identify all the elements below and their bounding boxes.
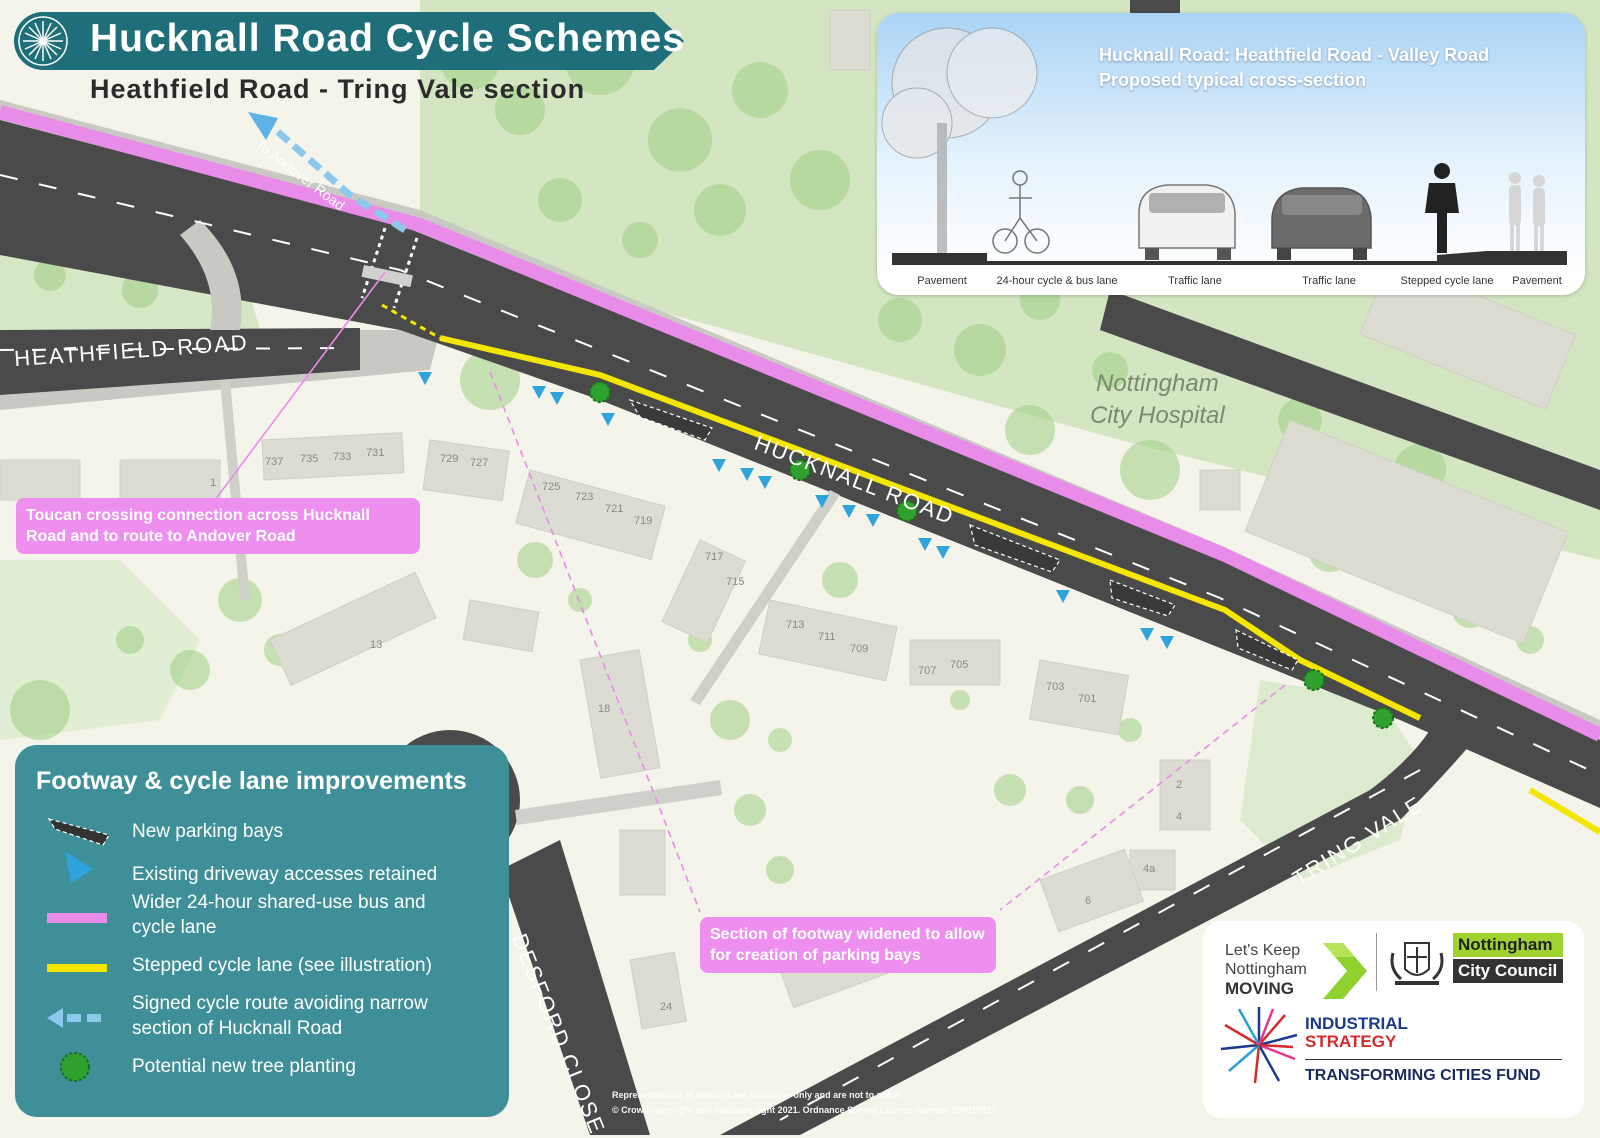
page-title: Hucknall Road Cycle Schemes	[90, 17, 685, 60]
lkn-line1: Let's Keep	[1225, 942, 1301, 959]
xsec-label-bus-lane: 24-hour cycle & bus lane	[996, 275, 1118, 287]
hospital-label-line2: City Hospital	[1090, 402, 1225, 429]
house-number: 725	[542, 481, 560, 493]
disclaimer-line2: © Crown copyright and database right 202…	[612, 1105, 999, 1115]
legend-label-signed-route: Signed cycle route avoiding narrow secti…	[132, 993, 428, 1039]
stepped-cycle-lane-yellow	[439, 335, 1422, 721]
legend-label-parking: New parking bays	[132, 821, 284, 842]
car-rear-icon	[1138, 184, 1236, 260]
house-number: 721	[605, 503, 623, 515]
legend-label-bus-lane: Wider 24-hour shared-use bus and cycle l…	[132, 892, 426, 938]
house-number: 24	[660, 1001, 672, 1013]
house-number: 727	[470, 457, 488, 469]
council-crest-icon	[1390, 942, 1444, 985]
house-number: 735	[300, 453, 318, 465]
house-number: 713	[786, 619, 804, 631]
lkn-line3: MOVING	[1225, 979, 1294, 998]
house-number: 4	[1176, 811, 1182, 823]
lkn-line2: Nottingham	[1225, 961, 1307, 978]
title-banner	[14, 12, 684, 70]
cross-section-title-line1: Hucknall Road: Heathfield Road - Valley …	[1099, 45, 1490, 65]
lets-keep-nottingham-moving-logo: Let's Keep Nottingham MOVING	[1225, 941, 1307, 998]
cross-section-panel: Hucknall Road: Heathfield Road - Valley …	[877, 13, 1585, 295]
house-number: 733	[333, 451, 351, 463]
driveway-triangles	[418, 372, 1174, 649]
page-subtitle: Heathfield Road - Tring Vale section	[90, 74, 586, 104]
nottingham-city-council-logo: Nottingham City Council	[1453, 933, 1563, 983]
xsec-label-pavement-left: Pavement	[917, 275, 967, 287]
industrial-line2: STRATEGY	[1305, 1032, 1397, 1051]
logo-divider	[1376, 933, 1377, 991]
xsec-label-stepped-cycle: Stepped cycle lane	[1400, 275, 1494, 287]
logos-panel: Let's Keep Nottingham MOVING Nottingham …	[1203, 921, 1584, 1118]
parking-bays	[628, 398, 1299, 671]
house-number: 13	[370, 639, 382, 651]
pink-line-icon	[47, 913, 107, 923]
footway-widened-callout: Section of footway widened to allow for …	[700, 917, 996, 973]
cross-section-labels: Pavement 24-hour cycle & bus lane Traffi…	[877, 275, 1585, 295]
parking-bay-icon	[47, 818, 110, 846]
blue-dashed-arrow-icon	[47, 1008, 101, 1028]
disclaimer: Representations of features are indicati…	[612, 1088, 999, 1118]
xsec-label-traffic-lane-2: Traffic lane	[1302, 275, 1356, 287]
cross-section-title: Hucknall Road: Heathfield Road - Valley …	[1099, 43, 1489, 93]
house-number: 709	[850, 643, 868, 655]
pedestrians-icon	[1509, 172, 1545, 251]
house-number: 723	[575, 491, 593, 503]
house-number: 737	[265, 456, 283, 468]
house-number: 719	[634, 515, 652, 527]
house-number: 711	[818, 631, 836, 643]
council-line2: City Council	[1453, 959, 1563, 983]
disclaimer-line1: Representations of features are indicati…	[612, 1090, 902, 1100]
xsec-label-pavement-right: Pavement	[1512, 275, 1562, 287]
blue-triangle-icon	[65, 851, 93, 883]
house-number: 1	[210, 477, 216, 489]
legend-panel: Footway & cycle lane improvements New pa…	[15, 745, 509, 1117]
green-chevron-icon	[1323, 943, 1367, 999]
bus-cycle-lane-pink	[0, 105, 1600, 742]
new-tree-dots	[589, 381, 1394, 729]
industrial-strategy-starburst-icon	[1220, 1007, 1298, 1084]
cross-section-illustration	[881, 27, 1567, 265]
legend-title: Footway & cycle lane improvements	[36, 767, 467, 795]
yellow-line-icon	[47, 964, 107, 972]
cyclist-front-icon	[1425, 163, 1459, 253]
cyclist-icon	[992, 170, 1050, 254]
house-number: 717	[705, 551, 723, 563]
tcf-rule	[1305, 1059, 1562, 1060]
house-number: 701	[1078, 693, 1096, 705]
legend-label-stepped: Stepped cycle lane (see illustration)	[132, 955, 432, 976]
signed-cycle-route-arrow	[248, 112, 441, 340]
xsec-label-traffic-lane-1: Traffic lane	[1168, 275, 1222, 287]
house-number: 707	[918, 665, 936, 677]
house-number: 703	[1046, 681, 1064, 693]
house-number: 4a	[1143, 863, 1156, 875]
toucan-crossing-callout: Toucan crossing connection across Huckna…	[16, 498, 420, 554]
industrial-strategy-logo: INDUSTRIAL STRATEGY	[1305, 1015, 1408, 1051]
house-number: 715	[726, 576, 744, 588]
hospital-label: Nottingham City Hospital	[1090, 368, 1225, 432]
house-numbers: 737 735 733 731 729 727 725 723 721 719 717 715 713 7…	[210, 447, 1182, 1013]
house-number: 18	[598, 703, 610, 715]
industrial-line1: INDUSTRIAL	[1305, 1014, 1408, 1033]
legend-label-trees: Potential new tree planting	[132, 1056, 356, 1077]
car-front-icon	[1271, 187, 1372, 260]
council-line1: Nottingham	[1453, 933, 1563, 957]
cross-section-title-line2: Proposed typical cross-section	[1099, 70, 1367, 90]
tree-icon	[881, 27, 1038, 253]
hospital-label-line1: Nottingham	[1095, 370, 1219, 397]
sunburst-logo-icon	[18, 16, 68, 66]
legend-label-driveway: Existing driveway accesses retained	[132, 864, 438, 885]
green-tree-dot-icon	[60, 1052, 90, 1082]
house-number: 6	[1085, 895, 1091, 907]
house-number: 731	[366, 447, 384, 459]
transforming-cities-fund-label: TRANSFORMING CITIES FUND	[1305, 1067, 1541, 1084]
house-number: 729	[440, 453, 458, 465]
house-number: 705	[950, 659, 968, 671]
house-number: 2	[1176, 779, 1182, 791]
